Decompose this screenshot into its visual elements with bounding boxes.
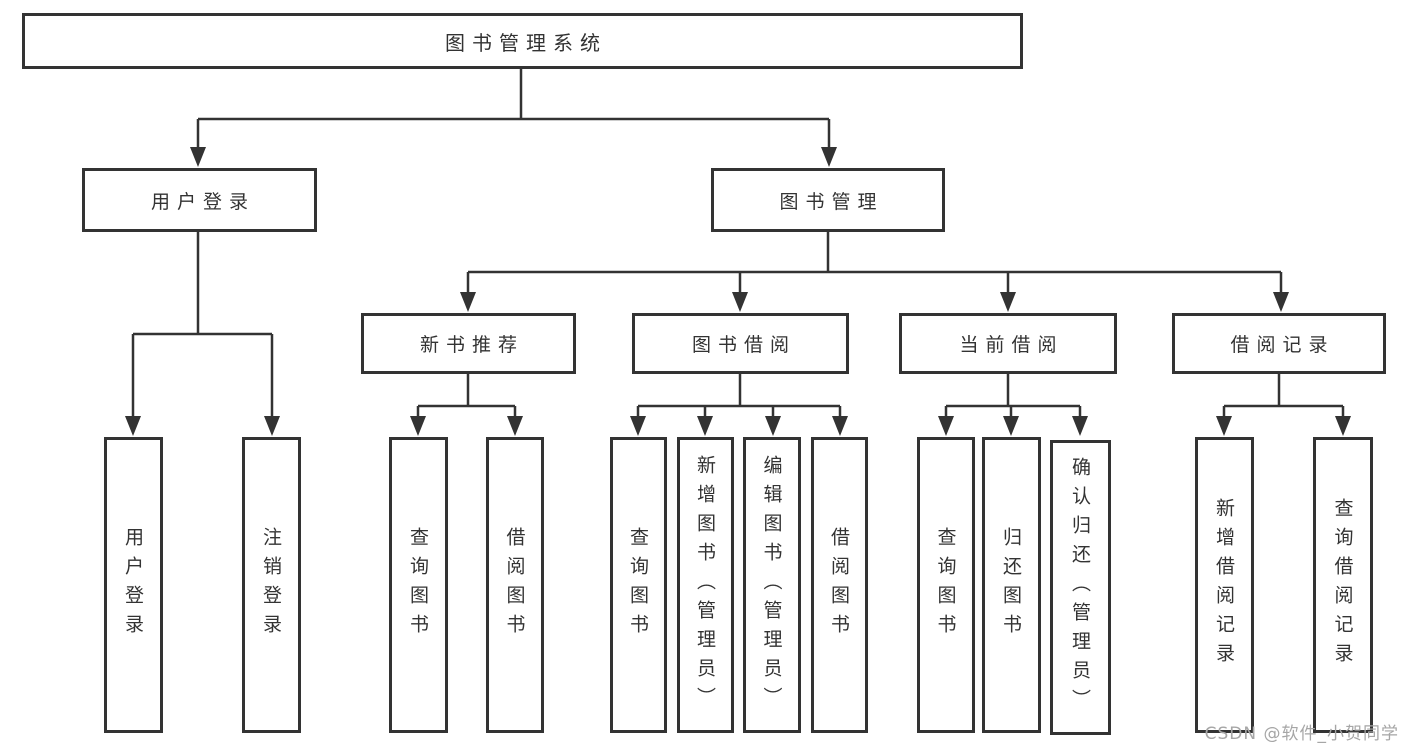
node-book-management-label: 图书管理: [779, 190, 884, 213]
leaf-add-borrow-record: 新增借阅记录: [1195, 437, 1254, 733]
node-root: 图书管理系统: [22, 13, 1023, 69]
tree-edges: [131, 69, 1345, 420]
node-current-borrow: 当前借阅: [899, 313, 1117, 374]
node-new-book-recommend: 新书推荐: [361, 313, 576, 374]
node-borrow-records-label: 借阅记录: [1230, 334, 1335, 356]
leaf-return-book-label: 归还图书: [1000, 527, 1022, 643]
leaf-add-book-admin: 新增图书（管理员）: [677, 437, 734, 733]
csdn-watermark: CSDN @软件_小贺同学: [1204, 724, 1399, 744]
leaf-add-borrow-record-label: 新增借阅记录: [1213, 498, 1235, 672]
leaf-user-login-label: 用户登录: [122, 527, 144, 643]
leaf-edit-book-admin: 编辑图书（管理员）: [743, 437, 801, 733]
leaf-borrow-books-1: 借阅图书: [486, 437, 544, 733]
leaf-edit-book-admin-label: 编辑图书（管理员）: [760, 454, 783, 716]
leaf-add-book-admin-label: 新增图书（管理员）: [694, 454, 716, 716]
leaf-confirm-return-admin: 确认归还（管理员）: [1050, 440, 1111, 735]
leaf-query-books-2-label: 查询图书: [627, 527, 649, 643]
leaf-query-books-1-label: 查询图书: [407, 527, 429, 643]
node-borrow-records: 借阅记录: [1172, 313, 1386, 374]
leaf-confirm-return-admin-label: 确认归还（管理员）: [1069, 457, 1091, 718]
leaf-logout: 注销登录: [242, 437, 301, 733]
node-new-book-recommend-label: 新书推荐: [419, 334, 524, 356]
arrowheads: [125, 147, 1351, 436]
leaf-return-book: 归还图书: [982, 437, 1041, 733]
leaf-query-borrow-record-label: 查询借阅记录: [1331, 498, 1354, 672]
node-user-login-label: 用户登录: [150, 190, 255, 213]
leaf-borrow-books-2: 借阅图书: [811, 437, 868, 733]
node-book-borrow: 图书借阅: [632, 313, 849, 374]
leaf-user-login: 用户登录: [104, 437, 163, 733]
leaf-borrow-books-1-label: 借阅图书: [503, 527, 526, 643]
node-current-borrow-label: 当前借阅: [959, 334, 1064, 356]
node-book-borrow-label: 图书借阅: [691, 334, 796, 356]
leaf-query-borrow-record: 查询借阅记录: [1313, 437, 1373, 733]
leaf-query-books-2: 查询图书: [610, 437, 667, 733]
leaf-borrow-books-2-label: 借阅图书: [828, 527, 850, 643]
node-root-label: 图书管理系统: [445, 30, 607, 55]
leaf-logout-label: 注销登录: [260, 527, 282, 643]
leaf-query-books-1: 查询图书: [389, 437, 448, 733]
leaf-query-books-3: 查询图书: [917, 437, 975, 733]
node-book-management: 图书管理: [711, 168, 945, 232]
leaf-query-books-3-label: 查询图书: [934, 527, 957, 643]
node-user-login: 用户登录: [82, 168, 317, 232]
